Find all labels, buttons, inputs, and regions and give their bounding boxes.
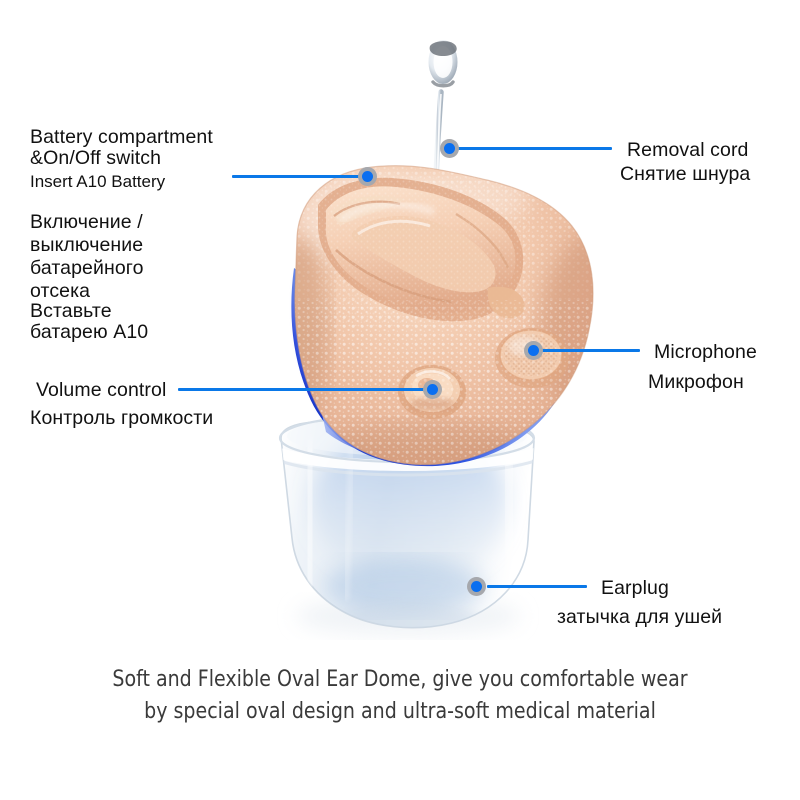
label-volume-control-ru: Контроль громкости	[30, 407, 214, 429]
caption-line-1: Soft and Flexible Oval Ear Dome, give yo…	[112, 666, 688, 692]
callout-dot-volume-control[interactable]	[423, 380, 442, 399]
callout-line-removal-cord	[452, 147, 612, 150]
callout-dot-microphone[interactable]	[524, 341, 543, 360]
callout-dot-battery-compartment[interactable]	[358, 167, 377, 186]
label-volume-control-en: Volume control	[36, 379, 167, 401]
label-microphone-en: Microphone	[654, 341, 757, 363]
callout-line-volume-control	[178, 388, 430, 391]
label-removal-cord-en: Removal cord	[627, 139, 749, 161]
label-battery-compartment-en-line1: Battery compartment	[30, 126, 213, 148]
callout-line-battery-compartment	[232, 175, 365, 178]
label-removal-cord-ru: Снятие шнура	[620, 163, 751, 185]
label-battery-compartment-ru-line3: батарейного	[30, 257, 144, 279]
label-battery-compartment-ru-line5: Вставьте	[30, 300, 112, 322]
label-battery-compartment-ru-line4: отсека	[30, 280, 91, 302]
label-battery-compartment-en-line2: &On/Off switch	[30, 147, 162, 169]
callout-line-microphone	[540, 349, 640, 352]
label-battery-compartment-ru-line1: Включение /	[30, 211, 143, 233]
label-microphone-ru: Микрофон	[648, 371, 744, 393]
label-battery-compartment-ru-line6: батарею A10	[30, 321, 149, 343]
label-earplug-en: Earplug	[601, 577, 669, 599]
label-battery-compartment-ru-line2: выключение	[30, 234, 144, 256]
caption-line-2: by special oval design and ultra-soft me…	[144, 698, 656, 724]
label-earplug-ru: затычка для ушей	[557, 606, 723, 628]
label-battery-compartment-en-insert: Insert A10 Battery	[30, 172, 166, 191]
faceplate-graphic	[294, 165, 594, 466]
callout-line-earplug	[487, 585, 587, 588]
callout-dot-earplug[interactable]	[467, 577, 486, 596]
callout-dot-removal-cord[interactable]	[440, 139, 459, 158]
